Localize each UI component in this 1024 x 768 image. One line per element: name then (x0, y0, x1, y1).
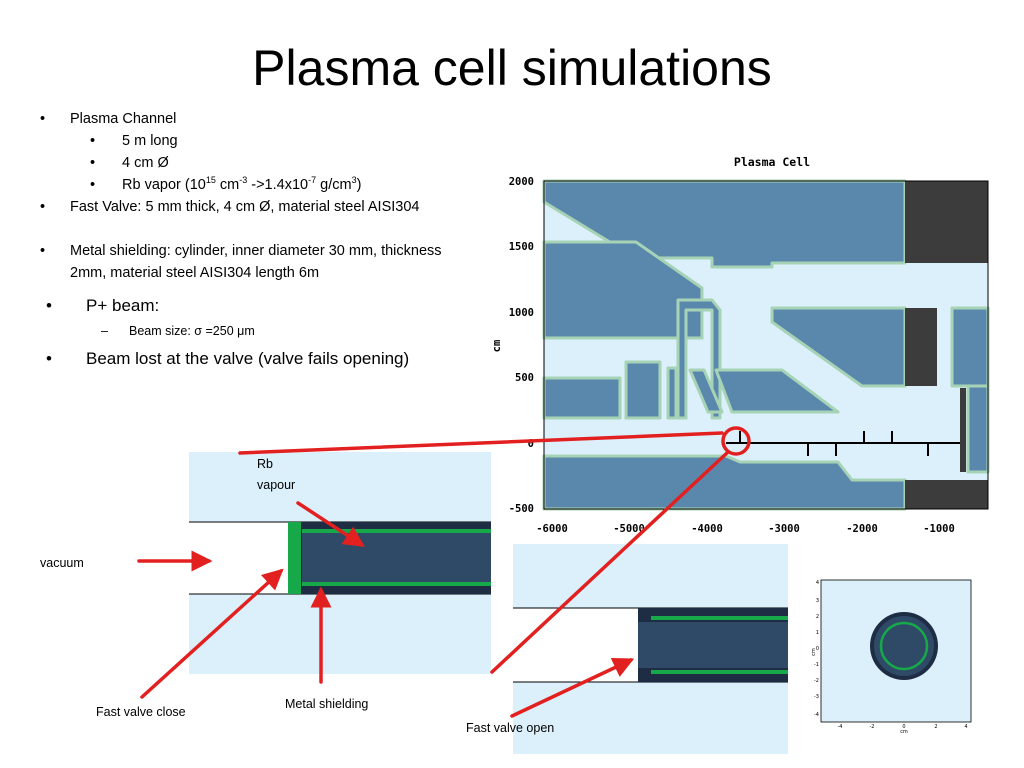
x-tick-label: 0 (902, 724, 905, 730)
plot-frame (543, 180, 989, 510)
metal-shielding-upper (651, 616, 788, 620)
bullet-shielding: Metal shielding: cylinder, inner diamete… (70, 243, 442, 281)
metal-shielding-upper (302, 529, 491, 533)
bullet-marker: • (90, 155, 96, 171)
bullet-marker: • (46, 349, 52, 368)
right-upper-wedge (770, 306, 907, 388)
bullet-rb-vapor: Rb vapor (1015 cm-3 ->1.4x10-7 g/cm3) (122, 175, 362, 193)
y-tick-label: 0 (528, 438, 534, 450)
plot-title: Plasma Cell (734, 155, 810, 169)
y-tick-label: 1 (816, 630, 819, 636)
y-tick-label: 1000 (509, 307, 534, 319)
label-fast-valve-open: Fast valve open (466, 721, 555, 735)
label-vapour: vapour (257, 478, 296, 492)
metal-shielding-lower (302, 582, 491, 586)
y-tick-label: -2 (814, 678, 819, 684)
y-tick-label: -3 (814, 694, 819, 700)
x-tick-label: -4000 (691, 523, 723, 535)
label-fast-valve-close: Fast valve close (96, 705, 186, 719)
y-tick-label: 500 (515, 372, 534, 384)
x-tick-label: -4 (838, 724, 843, 730)
bullet-marker: • (40, 199, 46, 215)
slot-block (624, 360, 662, 420)
y-tick-label: -500 (509, 503, 534, 515)
zoom-connector-line (490, 450, 730, 674)
bullet-beam-size: Beam size: σ =250 μm (129, 324, 255, 338)
fast-valve-closed (288, 522, 301, 594)
bullet-p-beam: P+ beam: (86, 296, 160, 315)
x-tick-label: 4 (964, 724, 967, 730)
bullet-diameter: 4 cm Ø (122, 155, 169, 171)
arrow-to-valve-open (510, 657, 635, 718)
label-metal-shielding: Metal shielding (285, 697, 369, 711)
bullet-beam-lost: Beam lost at the valve (valve fails open… (86, 349, 410, 368)
valve-close-detail (189, 452, 491, 674)
y-tick-label: -1 (814, 662, 819, 668)
x-tick-label: -6000 (536, 523, 568, 535)
x-axis-label: cm (900, 729, 908, 734)
y-tick-label: 2000 (509, 176, 534, 188)
thin-rib (666, 366, 678, 420)
slant-rib (688, 368, 724, 414)
y-tick-label: 3 (816, 598, 819, 604)
x-tick-label: -3000 (768, 523, 800, 535)
label-rb: Rb (257, 457, 273, 471)
page-title: Plasma cell simulations (252, 40, 772, 96)
x-tick-label: -2000 (846, 523, 878, 535)
x-tick-label: -5000 (613, 523, 645, 535)
y-tick-label: 0 (816, 646, 819, 652)
bullet-marker: • (40, 243, 46, 259)
arrow-to-valve-close (140, 568, 284, 699)
bullet-marker: • (90, 133, 96, 149)
x-tick-label: 2 (934, 724, 937, 730)
bullet-fast-valve: Fast Valve: 5 mm thick, 4 cm Ø, material… (70, 199, 420, 215)
y-tick-label: 1500 (509, 241, 534, 253)
y-axis-label: cm (491, 340, 503, 353)
bullet-marker: • (90, 177, 96, 193)
bullet-plasma-channel: Plasma Channel (70, 111, 177, 127)
x-tick-label: -2 (870, 724, 875, 730)
dark-block-mid (905, 308, 937, 386)
valve-highlight-circle (721, 426, 751, 456)
cross-section-plot: 4 3 2 1 0 -1 -2 -3 -4 cm -4 -2 0 2 4 cm (811, 579, 972, 734)
plasma-cell-plot: Plasma Cell 2000 1500 (491, 155, 990, 535)
dark-rod (960, 388, 966, 472)
y-tick-label: -4 (814, 712, 819, 718)
zoom-connector-line (238, 431, 724, 455)
dash-marker: – (101, 324, 108, 338)
valve-open-detail (513, 544, 788, 754)
bullet-length: 5 m long (122, 133, 178, 149)
y-tick-label: 4 (816, 580, 819, 586)
y-tick-label: 2 (816, 614, 819, 620)
y-axis-label: cm (811, 648, 817, 656)
dark-block-top (905, 181, 988, 263)
bullet-marker: • (46, 296, 52, 315)
arrow-to-vapour (296, 501, 365, 547)
bullet-marker: • (40, 111, 46, 127)
label-vacuum: vacuum (40, 556, 84, 570)
middle-wedge (714, 368, 840, 414)
x-tick-label: -1000 (923, 523, 955, 535)
dark-block-bottom (905, 480, 988, 509)
valve-ring (879, 621, 929, 671)
metal-shielding-lower (651, 670, 788, 674)
